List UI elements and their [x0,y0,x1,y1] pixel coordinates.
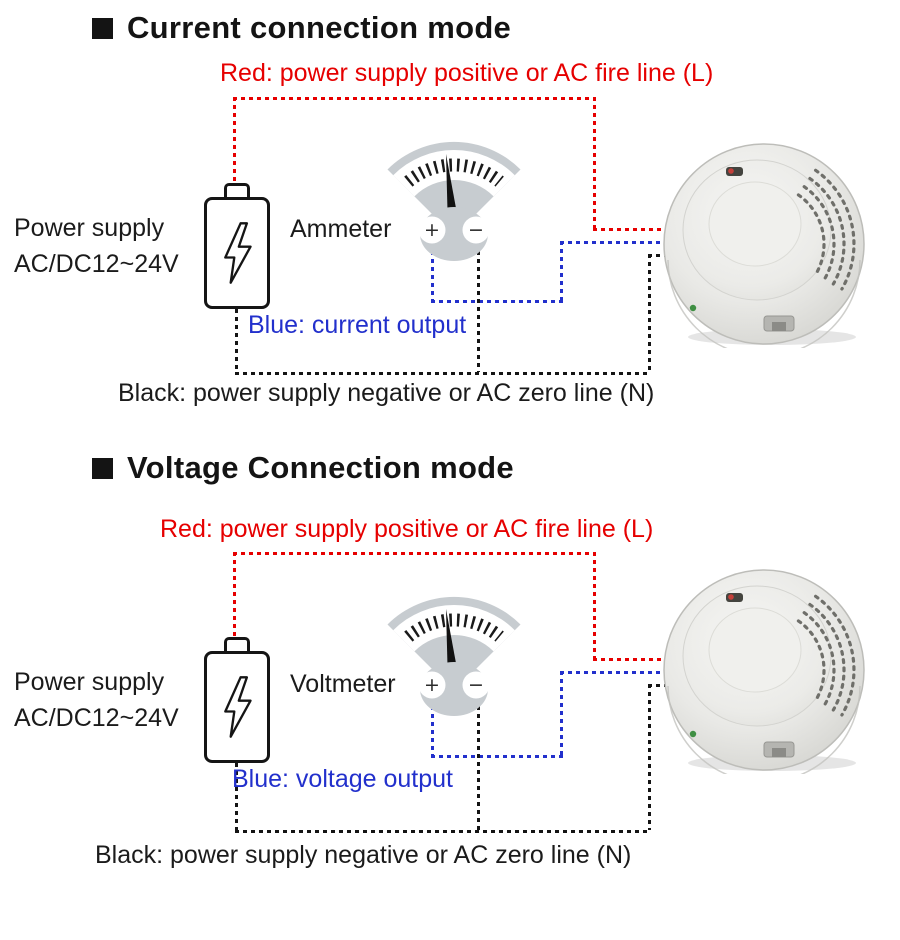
detector-green-led [689,304,697,312]
smoke-detector-image [663,569,865,774]
gauge-scale-band [393,605,515,652]
wire-blue [560,241,676,244]
wire-red [233,552,596,555]
power-supply-line1: Power supply [14,214,165,242]
detector-green-led [689,730,697,738]
plus-terminal [418,216,446,244]
power-supply-battery-icon [204,183,270,309]
section-title-voltage: Voltage Connection mode [92,450,514,486]
wire-blue [560,671,563,755]
power-supply-label: Power supply AC/DC12~24V [14,210,179,282]
power-supply-battery-icon [204,637,270,763]
blue-wire-label: Blue: current output [248,311,467,339]
detector-red-led [728,168,734,174]
detector-red-led [728,594,734,600]
detector-vent-holes [796,594,856,717]
wire-black [648,684,676,687]
detector-inner-ring [708,607,802,693]
wire-black [477,243,480,372]
minus-terminal-label: − [468,219,484,241]
battery-terminal-cap [224,183,250,197]
battery-body [204,197,270,309]
meter-label: Ammeter [290,215,392,243]
wire-black [235,830,650,833]
detector-rim-seam [667,259,861,348]
wire-red [593,97,596,228]
lightning-bolt-icon [224,222,252,284]
power-supply-line1: Power supply [14,668,165,696]
wire-blue [560,671,676,674]
red-wire-label: Red: power supply positive or AC fire li… [160,515,654,543]
black-wire-label: Black: power supply negative or AC zero … [95,841,632,869]
wire-red [593,228,676,231]
detector-vent-holes [796,168,856,291]
wire-blue [431,755,563,758]
wire-red [233,552,236,637]
power-supply-line2: AC/DC12~24V [14,250,179,278]
section-title-text: Current connection mode [127,10,512,45]
battery-terminal-cap [224,637,250,651]
ammeter-gauge-icon: + − [387,141,521,261]
wire-blue [560,241,563,300]
detector-clip-notch [772,322,786,331]
wire-blue [431,243,434,300]
wire-red [233,97,236,183]
wire-black [235,763,238,830]
power-supply-label: Power supply AC/DC12~24V [14,664,179,736]
wire-black [477,698,480,830]
power-supply-line2: AC/DC12~24V [14,704,179,732]
detector-clip-notch [772,748,786,757]
wire-black [648,254,676,257]
detector-rim-seam [667,685,861,774]
wire-red [233,97,596,100]
minus-terminal-label: − [468,674,484,696]
wire-blue [431,698,434,755]
red-wire-label: Red: power supply positive or AC fire li… [220,59,714,87]
section-title-text: Voltage Connection mode [127,450,514,485]
wire-blue [431,300,563,303]
section-title-current: Current connection mode [92,10,511,46]
black-wire-label: Black: power supply negative or AC zero … [118,379,655,407]
wire-red [593,552,596,658]
detector-inner-ring [708,181,802,267]
battery-body [204,651,270,763]
title-bullet-square [92,17,113,39]
wire-black [235,309,238,372]
plus-terminal-label: + [424,219,440,241]
meter-label: Voltmeter [290,670,396,698]
minus-terminal [462,671,490,699]
wire-black [235,372,650,375]
minus-terminal [462,216,490,244]
blue-wire-label: Blue: voltage output [232,765,453,793]
plus-terminal [418,671,446,699]
title-bullet-square [92,457,113,479]
lightning-bolt-icon [224,676,252,738]
plus-terminal-label: + [424,674,440,696]
voltmeter-gauge-icon: + − [387,596,521,716]
wire-black [648,254,651,372]
smoke-detector-image [663,143,865,348]
wire-red [593,658,676,661]
gauge-scale-band [393,150,515,197]
wire-black [648,684,651,830]
